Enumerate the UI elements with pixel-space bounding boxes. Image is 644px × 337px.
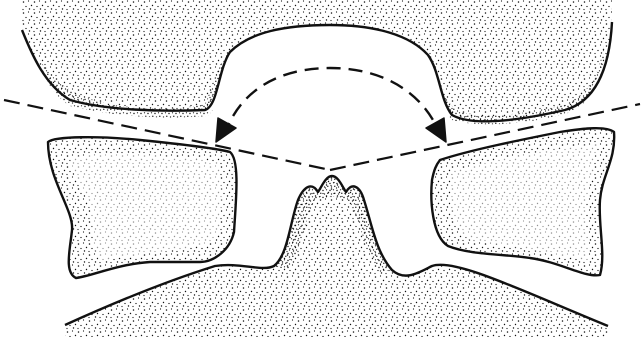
- arrowhead-right: [426, 118, 446, 142]
- right-block: [431, 128, 614, 275]
- left-block: [48, 137, 237, 278]
- upper-structure: [22, 0, 612, 124]
- arrowhead-left: [216, 118, 236, 142]
